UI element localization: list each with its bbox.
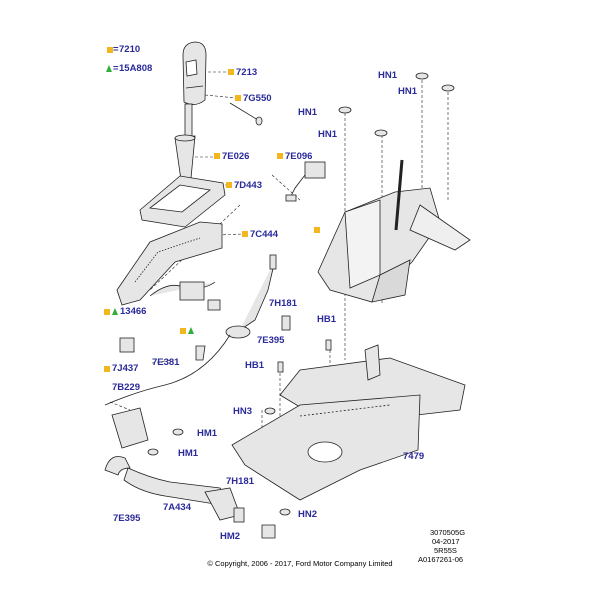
- legend-triangle-marker: [106, 65, 112, 72]
- callout-7h181-upper: 7H181: [269, 298, 297, 309]
- part-7479-base-plate: [231, 394, 421, 501]
- drawing-info-block: 3070505G 04-2017 5R55S A0167261-06: [418, 528, 465, 564]
- fasteners: [147, 72, 455, 539]
- callout-marker-assembly: [180, 328, 186, 334]
- callout-hn1-top-right-a: HN1: [378, 70, 398, 81]
- callout-triangle-assembly: [188, 327, 194, 334]
- callout-13466: 13466: [120, 306, 147, 317]
- callout-hn1-mid-b: HN1: [318, 129, 338, 140]
- callout-hm1-upper: HM1: [197, 428, 218, 439]
- callout-marker-7j437: [104, 366, 110, 372]
- callout-7d443: 7D443: [234, 180, 262, 191]
- part-7G550-pin: [229, 102, 263, 126]
- drawing-reference: A0167261-06: [418, 555, 464, 564]
- callout-7e395-lower: 7E395: [113, 513, 141, 524]
- legend-square-marker: [107, 47, 113, 53]
- legend-equals-2: =: [113, 63, 119, 74]
- callout-hb1-upper: HB1: [317, 314, 337, 325]
- callout-marker-7213: [228, 69, 234, 75]
- legend-triangle-label: 15A808: [119, 63, 153, 74]
- part-shift-stem: [184, 103, 193, 137]
- callout-7j437: 7J437: [112, 363, 139, 374]
- callout-marker-13466: [104, 309, 110, 315]
- callout-marker-7g550: [235, 95, 241, 101]
- callout-hn1-top-right-b: HN1: [398, 86, 418, 97]
- callout-triangle-13466: [112, 308, 118, 315]
- callout-7479: 7479: [403, 451, 425, 462]
- callout-marker-7d443: [226, 182, 232, 188]
- callout-7e381: 7E381: [152, 357, 180, 368]
- part-selector-lever-assembly: [317, 159, 471, 303]
- legend-equals-1: =: [113, 44, 119, 55]
- part-7C444-console-housing: [116, 221, 223, 306]
- part-7213-shift-knob: [182, 41, 207, 105]
- callout-7e096: 7E096: [285, 151, 313, 162]
- callout-7g550: 7G550: [243, 93, 272, 104]
- callout-hn1-mid-a: HN1: [298, 107, 318, 118]
- part-7J437: [119, 337, 135, 353]
- callout-marker-7e096: [277, 153, 283, 159]
- callout-7e026: 7E026: [222, 151, 250, 162]
- part-7D443-bezel: [139, 175, 226, 228]
- part-7E381: [195, 345, 206, 361]
- callout-7b229: 7B229: [112, 382, 140, 393]
- callout-hn2: HN2: [298, 509, 318, 520]
- callout-hm2: HM2: [220, 531, 241, 542]
- callout-7c444: 7C444: [250, 229, 278, 240]
- part-7H181-clip-lower: [233, 507, 245, 523]
- callout-7h181-lower: 7H181: [226, 476, 254, 487]
- part-7E395-cable: [104, 254, 277, 406]
- drawing-date: 04-2017: [432, 537, 460, 546]
- callout-7213: 7213: [236, 67, 258, 78]
- callout-hn3: HN3: [233, 406, 253, 417]
- part-13466-wiring: [149, 281, 221, 311]
- callout-hm1-lower: HM1: [178, 448, 199, 459]
- callout-hb1-lower: HB1: [245, 360, 265, 371]
- drawing-number: 3070505G: [430, 528, 466, 537]
- callout-7e395-upper: 7E395: [257, 335, 285, 346]
- callout-7a434: 7A434: [163, 502, 191, 513]
- drawing-model: 5R55S: [434, 546, 457, 555]
- part-7H181-clip-upper: [281, 315, 291, 331]
- callout-marker-7c444: [242, 231, 248, 237]
- callout-marker-selector: [314, 227, 320, 233]
- part-7E026-boot: [174, 134, 196, 181]
- part-7B229-bracket: [111, 407, 149, 449]
- legend-square-label: 7210: [119, 44, 141, 55]
- callout-marker-7e026: [214, 153, 220, 159]
- part-7E096-connector: [285, 161, 326, 202]
- copyright-notice: © Copyright, 2006 - 2017, Ford Motor Com…: [207, 559, 393, 568]
